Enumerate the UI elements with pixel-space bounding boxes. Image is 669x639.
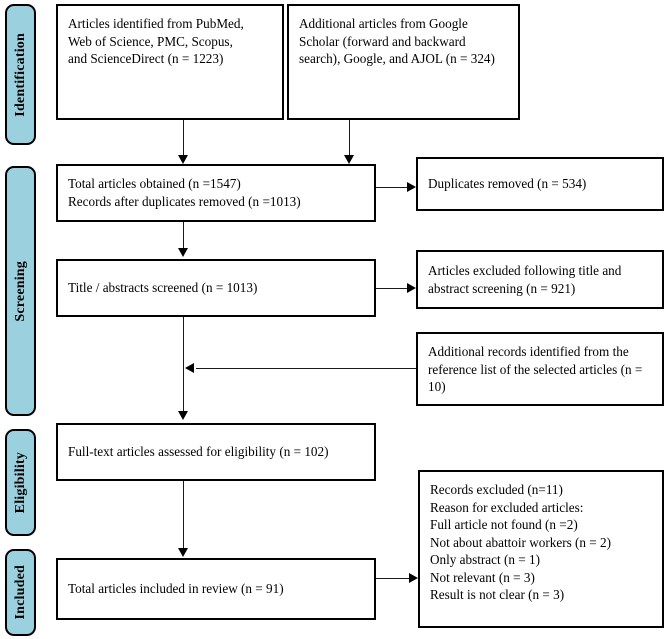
box-included-review: Total articles included in review (n = 9…: [56, 558, 376, 620]
stage-label-eligibility: Eligibility: [5, 429, 36, 536]
box-title-abstracts-screened: Title / abstracts screened (n = 1013): [56, 259, 376, 317]
box-source-databases-text: Articles identified from PubMed, Web of …: [68, 16, 244, 67]
arrowhead-databases-to-total: [178, 155, 188, 164]
stage-label-included: Included: [5, 549, 36, 636]
connector-fulltext-to-included: [183, 481, 184, 551]
arrowhead-included-to-excluded: [409, 573, 418, 583]
arrowhead-screened-to-fulltext: [178, 411, 188, 420]
connector-additional-to-total: [349, 120, 350, 157]
arrowhead-additional-to-spine: [185, 363, 194, 373]
arrowhead-screened-to-excluded: [407, 283, 416, 293]
connector-total-to-screened: [183, 222, 184, 250]
arrowhead-total-to-screened: [178, 248, 188, 257]
box-source-additional-text: Additional articles from Google Scholar …: [299, 16, 495, 67]
arrowhead-additional-to-total: [344, 155, 354, 164]
arrowhead-total-to-duplicates: [407, 182, 416, 192]
stage-label-identification: Identification: [5, 4, 36, 145]
stage-label-identification-text: Identification: [12, 32, 28, 117]
box-source-databases: Articles identified from PubMed, Web of …: [56, 4, 284, 120]
box-fulltext-assessed-text: Full-text articles assessed for eligibil…: [68, 444, 329, 460]
connector-screened-to-fulltext: [183, 317, 184, 415]
stage-label-screening-text: Screening: [12, 260, 28, 322]
box-excluded-screening-text: Articles excluded following title and ab…: [428, 262, 622, 296]
box-total-obtained: Total articles obtained (n =1547) Record…: [56, 164, 376, 222]
box-records-excluded-text: Records excluded (n=11) Reason for exclu…: [430, 482, 612, 603]
box-additional-records: Additional records identified from the r…: [416, 332, 664, 406]
box-duplicates-removed-text: Duplicates removed (n = 534): [428, 176, 587, 192]
connector-databases-to-total: [183, 120, 184, 157]
stage-label-screening: Screening: [5, 166, 36, 416]
box-title-abstracts-screened-text: Title / abstracts screened (n = 1013): [68, 280, 258, 296]
box-fulltext-assessed: Full-text articles assessed for eligibil…: [56, 423, 376, 481]
connector-included-to-excluded: [376, 578, 410, 579]
arrowhead-fulltext-to-included: [178, 548, 188, 557]
box-source-additional: Additional articles from Google Scholar …: [287, 4, 520, 120]
box-duplicates-removed: Duplicates removed (n = 534): [416, 157, 664, 211]
box-total-obtained-text: Total articles obtained (n =1547) Record…: [68, 176, 301, 209]
connector-screened-to-excluded: [376, 288, 408, 289]
stage-label-included-text: Included: [12, 565, 28, 620]
box-excluded-screening: Articles excluded following title and ab…: [416, 250, 664, 309]
box-additional-records-text: Additional records identified from the r…: [428, 344, 643, 395]
connector-additional-to-spine: [196, 368, 416, 369]
box-included-review-text: Total articles included in review (n = 9…: [68, 581, 284, 597]
box-records-excluded: Records excluded (n=11) Reason for exclu…: [418, 470, 664, 628]
stage-label-eligibility-text: Eligibility: [12, 451, 28, 514]
connector-total-to-duplicates: [376, 187, 408, 188]
